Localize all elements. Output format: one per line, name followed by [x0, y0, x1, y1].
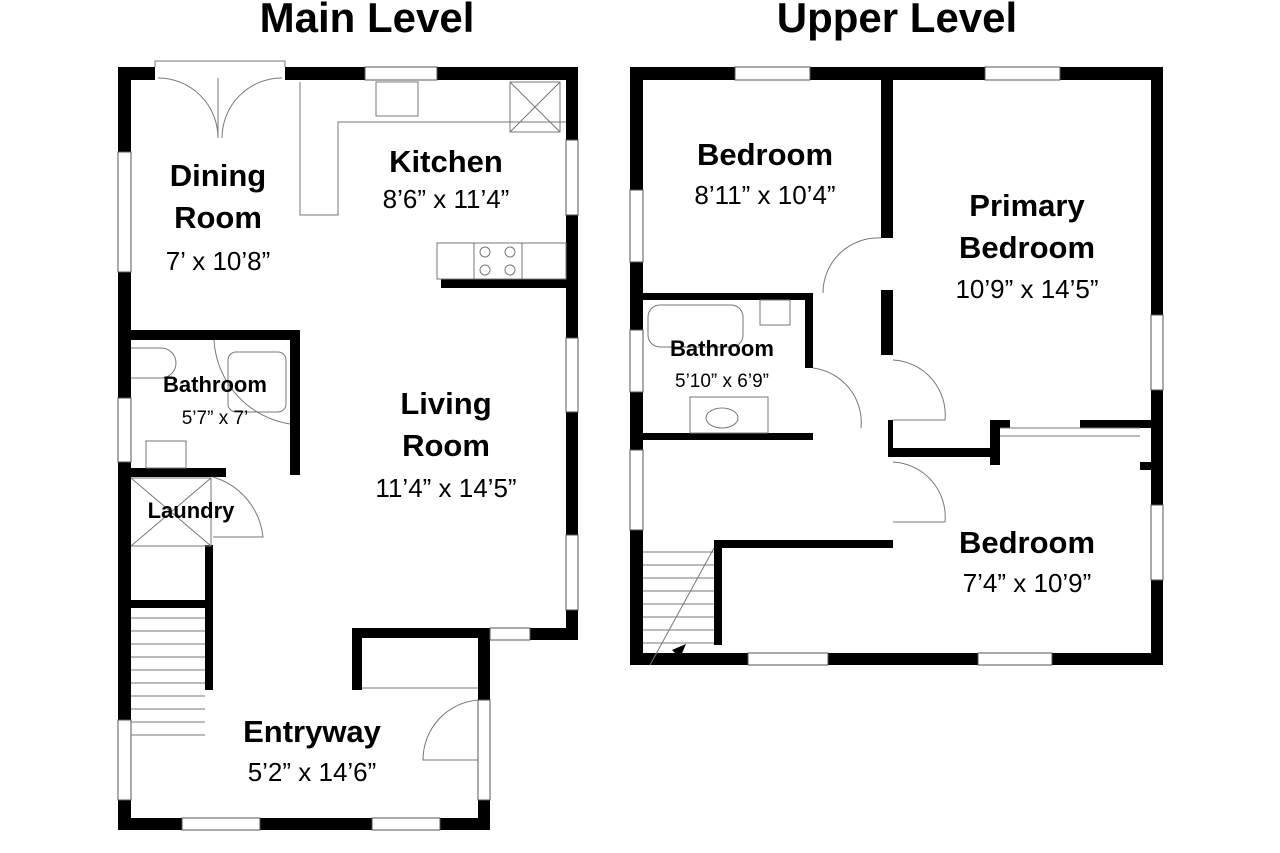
bathroom-door-swing	[812, 367, 862, 429]
main-fixtures	[130, 60, 567, 761]
main-level-title: Main Level	[260, 0, 475, 41]
bedroom-2-dims: 7’4” x 10’9”	[963, 568, 1092, 598]
sink-icon	[375, 81, 419, 117]
entryway-dims: 5’2” x 14’6”	[248, 757, 377, 787]
laundry-door-swing	[212, 476, 264, 538]
kitchen-counter	[299, 82, 566, 216]
main-room-labels: Dining Room 7’ x 10’8” Kitchen 8’6” x 11…	[148, 144, 517, 787]
vanity-icon	[689, 396, 769, 434]
dining-room-label-1: Dining	[170, 158, 266, 193]
bedroom-2-label: Bedroom	[959, 525, 1095, 560]
living-room-label-1: Living	[400, 386, 491, 421]
bedroom2-door-swing	[892, 461, 946, 523]
upper-toilet-icon	[759, 299, 791, 326]
fridge-icon	[509, 81, 561, 133]
primary-bedroom-dims: 10’9” x 14’5”	[955, 274, 1098, 304]
bedroom-1-dims: 8’11” x 10’4”	[694, 180, 835, 210]
entry-door-swing	[422, 699, 479, 761]
bedroom-door-swing	[822, 237, 882, 294]
primary-door-swing	[892, 359, 946, 421]
upper-bathroom-dims: 5’10” x 6’9”	[675, 371, 769, 392]
upper-fixtures	[643, 237, 1140, 666]
bathroom-dims: 5’7” x 7’	[182, 408, 249, 429]
bathroom-label: Bathroom	[163, 372, 267, 397]
kitchen-label: Kitchen	[389, 144, 503, 179]
upper-level-plan: Bedroom 8’11” x 10’4” Primary Bedroom 10…	[629, 66, 1164, 666]
toilet-icon	[131, 347, 177, 379]
bathtub-icon	[647, 304, 744, 348]
bedroom-1-label: Bedroom	[697, 137, 833, 172]
upper-windows	[629, 66, 1164, 666]
entryway-label: Entryway	[243, 714, 382, 749]
primary-bedroom-label-2: Bedroom	[959, 230, 1095, 265]
door-swing	[213, 339, 291, 425]
closet-rod	[1000, 427, 1140, 437]
kitchen-dims: 8’6” x 11’4”	[383, 184, 510, 214]
french-doors-icon	[154, 60, 286, 139]
bathroom-sink-icon	[145, 440, 187, 469]
living-room-dims: 11’4” x 14’5”	[375, 473, 516, 503]
main-windows	[117, 66, 579, 831]
washer-dryer-icon	[130, 477, 212, 547]
upper-room-labels: Bedroom 8’11” x 10’4” Primary Bedroom 10…	[670, 137, 1098, 598]
main-walls	[118, 67, 578, 830]
upper-bathroom-label: Bathroom	[670, 336, 774, 361]
upper-level-title: Upper Level	[777, 0, 1017, 41]
dining-room-dims: 7’ x 10’8”	[166, 246, 271, 276]
primary-bedroom-label-1: Primary	[969, 188, 1085, 223]
main-level-plan: Dining Room 7’ x 10’8” Kitchen 8’6” x 11…	[117, 60, 579, 831]
upper-walls	[630, 67, 1163, 665]
living-room-label-2: Room	[402, 428, 490, 463]
stove-icon	[473, 242, 523, 280]
stairs-icon	[131, 617, 205, 736]
dining-room-label-2: Room	[174, 200, 262, 235]
upper-stairs-icon	[643, 547, 715, 666]
laundry-label: Laundry	[148, 498, 236, 523]
